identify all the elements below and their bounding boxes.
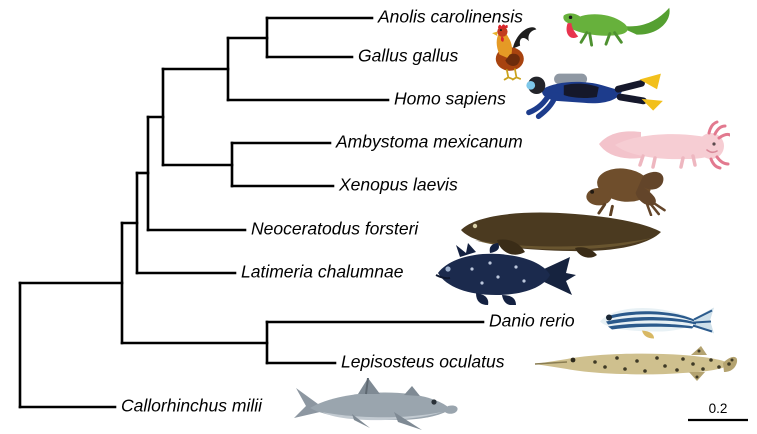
lungfish-illustration <box>455 202 665 260</box>
green-anole-illustration <box>560 0 675 50</box>
zebrafish-illustration <box>596 298 718 343</box>
scuba-diver-illustration <box>515 62 665 130</box>
rooster-illustration <box>478 22 546 84</box>
scale-bar-label: 0.2 <box>708 401 728 416</box>
taxon-label-latimeria-chalumnae: Latimeria chalumnae <box>241 261 404 282</box>
spotted-gar-illustration <box>533 342 738 384</box>
taxon-label-neoceratodus-forsteri: Neoceratodus forsteri <box>251 218 419 239</box>
taxon-label-gallus-gallus: Gallus gallus <box>358 45 459 66</box>
taxon-label-lepisosteus-oculatus: Lepisosteus oculatus <box>341 351 505 372</box>
elephant-shark-illustration <box>292 378 460 434</box>
taxon-label-danio-rerio: Danio rerio <box>489 310 575 331</box>
coelacanth-illustration <box>432 243 580 305</box>
taxon-label-callorhinchus-milii: Callorhinchus milii <box>121 395 263 416</box>
taxon-label-xenopus-laevis: Xenopus laevis <box>339 174 458 195</box>
taxon-label-homo-sapiens: Homo sapiens <box>394 88 506 109</box>
axolotl-illustration <box>595 118 730 170</box>
clawed-frog-illustration <box>578 160 670 216</box>
taxon-label-anolis-carolinensis: Anolis carolinensis <box>378 6 523 27</box>
taxon-label-ambystoma-mexicanum: Ambystoma mexicanum <box>336 131 523 152</box>
